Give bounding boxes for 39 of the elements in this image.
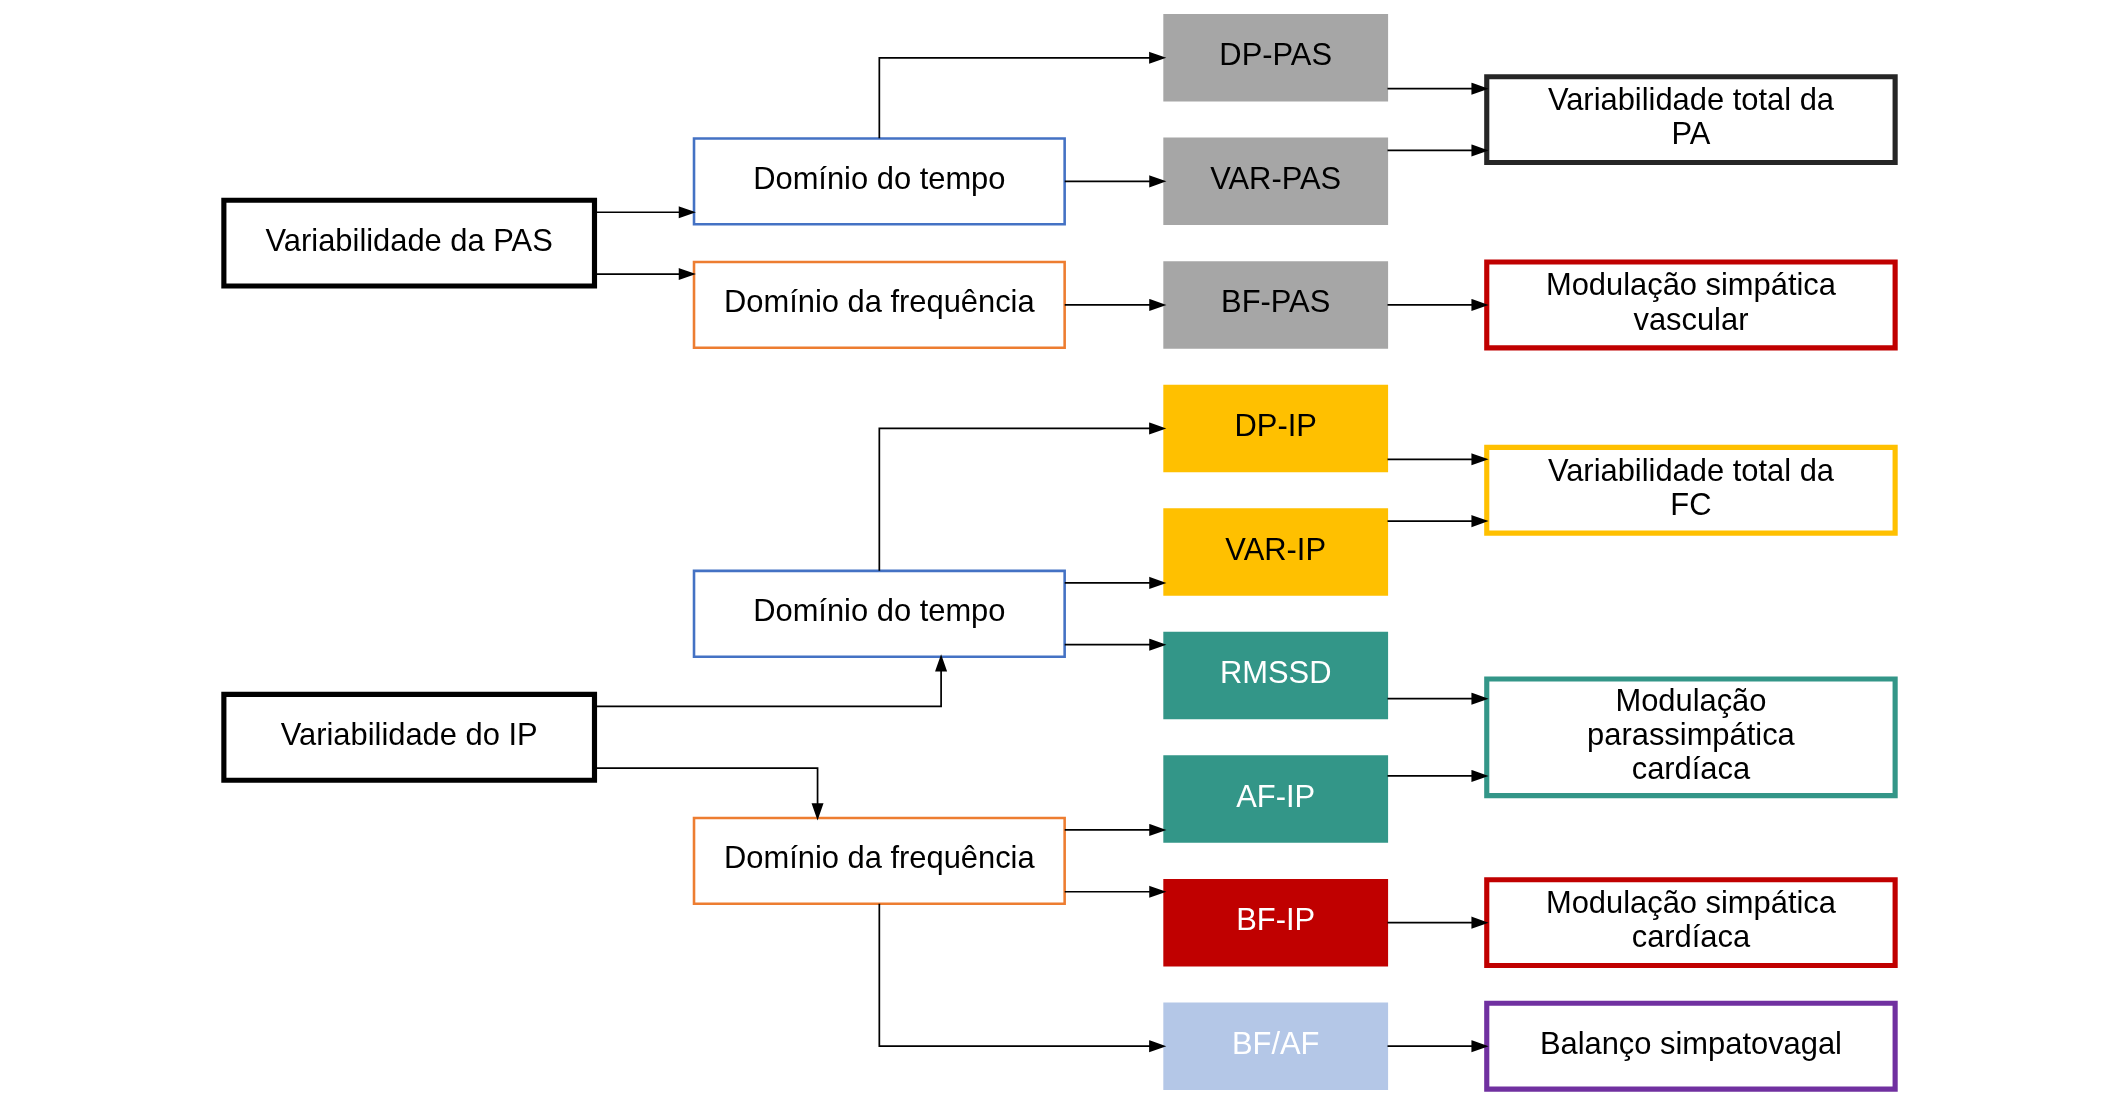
node-box: Variabilidade total da PA <box>1483 74 1898 166</box>
arrow <box>877 422 1166 572</box>
arrow <box>1386 769 1489 782</box>
node-box: Variabilidade da PAS <box>220 197 597 289</box>
node-box: Domínio do tempo <box>692 137 1066 226</box>
node-box: DP-IP <box>1162 384 1388 473</box>
node-box: Modulação simpática vascular <box>1483 259 1898 351</box>
node-box: Domínio da frequência <box>692 260 1066 350</box>
arrow <box>1063 638 1166 651</box>
node-box: Modulação parassimpática cardíaca <box>1483 676 1898 799</box>
node-box: Balanço simpatovagal <box>1483 1000 1898 1092</box>
arrow <box>1063 298 1166 311</box>
arrow <box>1386 1040 1489 1053</box>
arrow <box>1386 515 1489 528</box>
node-box: VAR-PAS <box>1162 137 1388 226</box>
node-box: Variabilidade total da FC <box>1483 444 1898 536</box>
arrow <box>1386 298 1489 311</box>
arrow <box>1386 453 1489 466</box>
node-box: BF/AF <box>1162 1002 1388 1090</box>
arrow <box>1063 576 1166 589</box>
arrow <box>877 903 1166 1053</box>
arrow <box>1386 82 1489 95</box>
node-box: Domínio da frequência <box>692 816 1066 906</box>
node-box: BF-PAS <box>1162 261 1388 349</box>
arrow <box>1386 916 1489 929</box>
node-box: Modulação simpática cardíaca <box>1483 877 1898 969</box>
node-box: DP-PAS <box>1162 14 1388 102</box>
node-box: Domínio do tempo <box>692 569 1066 658</box>
node-box: VAR-IP <box>1162 508 1388 596</box>
node-box: BF-IP <box>1162 878 1388 967</box>
arrow <box>1386 144 1489 157</box>
node-box: Variabilidade do IP <box>220 691 597 783</box>
arrow <box>877 51 1166 139</box>
arrow <box>1386 692 1489 705</box>
node-box: RMSSD <box>1162 631 1388 720</box>
arrow <box>1063 885 1166 898</box>
arrow <box>1063 823 1166 836</box>
arrow <box>1063 175 1166 188</box>
node-box: AF-IP <box>1162 755 1388 843</box>
